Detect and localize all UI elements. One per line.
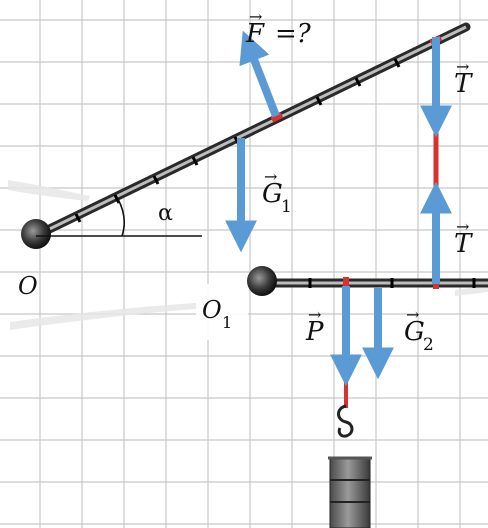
- svg-text:T: T: [454, 69, 473, 99]
- force-f-arrow: [239, 30, 280, 118]
- svg-text:1: 1: [222, 313, 232, 332]
- horizontal-beam: [262, 277, 488, 289]
- label-pivot-o: O: [18, 272, 38, 300]
- svg-text:F: F: [245, 19, 265, 49]
- label-tension-top: T →: [454, 57, 473, 99]
- angle-arc: [117, 198, 126, 237]
- o1-label-backdrop: [196, 284, 248, 340]
- label-weight-p: P →: [305, 305, 324, 347]
- label-gravity-g2: G → 2: [404, 305, 434, 355]
- vector-arrow-icon: →: [249, 7, 262, 26]
- svg-text:1: 1: [281, 197, 292, 217]
- label-gravity-g1: G → 1: [262, 167, 292, 217]
- background-streaks: [8, 180, 488, 330]
- label-angle: α: [158, 201, 173, 226]
- svg-text:G: G: [404, 317, 425, 347]
- force-arrows: [225, 30, 452, 387]
- label-pivot-o1: O 1: [202, 296, 232, 332]
- vector-arrow-icon: →: [406, 305, 419, 324]
- weight-icon: [328, 456, 372, 528]
- pivot-o-icon: [21, 219, 51, 249]
- vector-arrow-icon: →: [264, 167, 277, 186]
- vector-arrow-icon: →: [456, 217, 469, 236]
- svg-text:P: P: [305, 317, 324, 347]
- label-force-f: F → =?: [245, 7, 312, 49]
- svg-text:=?: =?: [275, 19, 312, 49]
- svg-text:2: 2: [423, 335, 434, 355]
- pivot-o1-icon: [247, 266, 277, 296]
- vector-arrow-icon: →: [456, 57, 469, 76]
- svg-text:T: T: [454, 229, 473, 259]
- svg-text:O: O: [202, 296, 222, 324]
- svg-text:G: G: [262, 179, 283, 209]
- vector-arrow-icon: →: [308, 305, 321, 324]
- hook-icon: [337, 404, 354, 438]
- label-tension-bottom: T →: [454, 217, 473, 259]
